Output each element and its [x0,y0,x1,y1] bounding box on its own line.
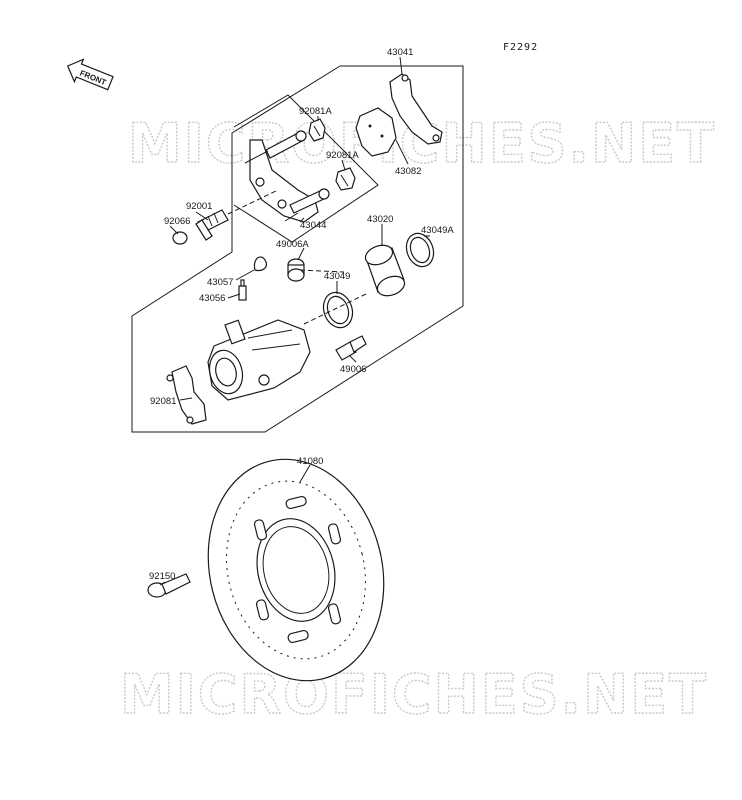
disc-bolt [147,573,191,598]
watermark-bottom: MICROFICHES.NET [120,663,708,726]
label-43082: 43082 [395,166,421,177]
caliper-pin [335,335,367,361]
label-92001: 92001 [186,201,212,212]
bracket-assembly-outline [233,94,379,243]
pad-spring-upper [308,118,326,142]
caliper-bolt [195,209,229,241]
caliper-assembly-outline [131,65,464,433]
label-92081: 92081 [150,396,176,407]
bleeder-cap [253,256,267,272]
label-41080: 41080 [297,456,323,467]
brake-pad-inner [355,107,397,157]
pad-spring-lower [335,167,356,191]
caliper-bracket [244,130,330,223]
label-92066: 92066 [164,216,190,227]
label-43020: 43020 [367,214,393,225]
label-43044: 43044 [300,220,326,231]
label-92081A-mid: 92081A [326,150,359,161]
label-49006A: 49006A [276,239,309,250]
label-92081A-top: 92081A [299,106,332,117]
label-43049A: 43049A [421,225,454,236]
pad-spring [166,365,207,425]
caliper-piston [364,244,406,297]
label-43057: 43057 [207,277,233,288]
piston-dust-seal [405,232,435,268]
label-49006: 49006 [340,364,366,375]
assembly-axis-lines [227,189,367,325]
bleeder-valve [238,279,247,301]
label-43056: 43056 [199,293,225,304]
bolt-cap [172,231,188,245]
piston-seal [322,291,354,329]
label-43049: 43049 [324,271,350,282]
dust-seal [287,258,305,282]
brake-disc [207,458,385,682]
caliper-body [207,319,311,401]
label-43041: 43041 [387,47,413,58]
front-arrow-icon: FRONT [66,58,114,91]
leader-lines [159,56,430,586]
label-92150: 92150 [149,571,175,582]
diagram-code: F2292 [503,42,538,53]
brake-pad-shim [389,73,443,145]
